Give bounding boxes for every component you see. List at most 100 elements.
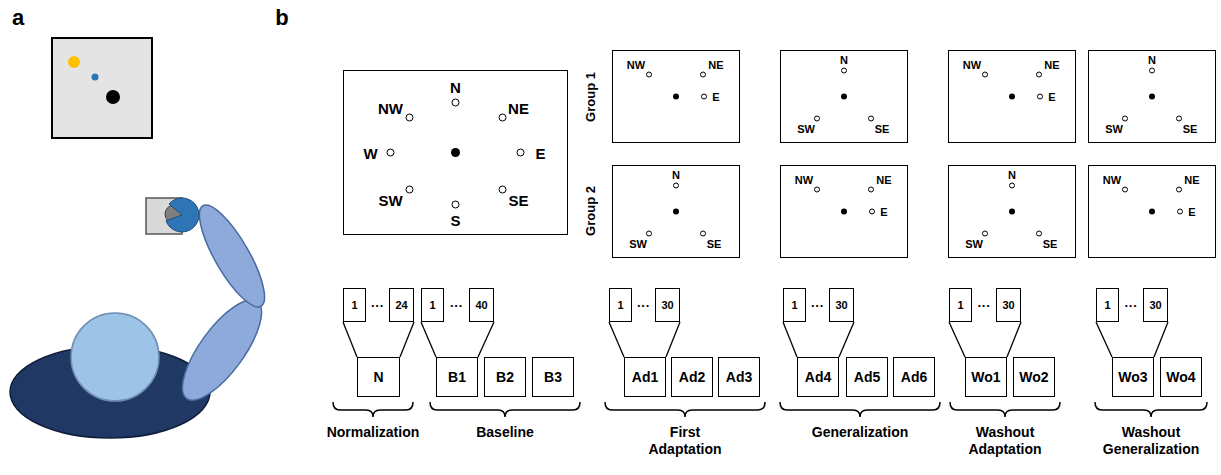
panel-letter: a (12, 7, 24, 29)
trial-number: 1 (429, 300, 435, 311)
block-label: Wo2 (1019, 370, 1048, 384)
ellipsis: ··· (637, 299, 650, 312)
block-box: Ad4 (797, 357, 839, 397)
target-circle (869, 187, 874, 192)
target-circle (701, 231, 706, 236)
block-label: Ad3 (726, 370, 752, 384)
target-circle (1037, 72, 1042, 77)
block-label: B2 (496, 370, 514, 384)
target-label: E (535, 145, 545, 160)
head (71, 313, 159, 401)
phase-label: Washout Adaptation (950, 424, 1060, 458)
trial-connector (1007, 322, 1021, 357)
phase-label: Baseline (440, 424, 570, 441)
block-label: Wo1 (971, 370, 1000, 384)
target-label: NW (627, 59, 645, 70)
target-circle (1038, 94, 1043, 99)
trial-connector (949, 322, 965, 357)
center-dot (451, 148, 460, 157)
block-label: B3 (544, 370, 562, 384)
target-circle (647, 231, 652, 236)
trial-number: 1 (617, 300, 623, 311)
target-label: SW (1105, 123, 1123, 134)
target-label: SW (378, 192, 402, 207)
target-dot (68, 56, 80, 68)
target-label: E (712, 91, 719, 102)
phase-braces (333, 402, 1207, 417)
session-target-box: NWNEE (780, 165, 908, 258)
trial-connector (421, 322, 436, 357)
phase-label: Washout Generalization (1086, 424, 1216, 458)
session-target-box: NW NE E (612, 50, 740, 143)
trial-box: 1 (421, 288, 444, 322)
trial-number: 24 (395, 300, 407, 311)
brace (780, 402, 940, 417)
target-label: NE (508, 100, 529, 115)
block-box: Wo4 (1160, 357, 1202, 397)
trial-box: 30 (829, 288, 854, 322)
trial-box: 24 (389, 288, 414, 322)
center-dot (1149, 209, 1155, 215)
target-circle (406, 114, 413, 121)
target-label: SE (875, 123, 890, 134)
target-circle (1123, 116, 1128, 121)
target-label: NW (963, 59, 981, 70)
target-label: NE (708, 59, 723, 70)
target-label: N (672, 169, 680, 180)
target-circle (1177, 116, 1182, 121)
trial-connector (343, 322, 357, 357)
block-label: Ad4 (805, 370, 831, 384)
target-circle (499, 114, 506, 121)
session-target-box: NWNEE (1088, 165, 1216, 258)
target-label: SE (1183, 123, 1198, 134)
trial-box: 1 (783, 288, 806, 322)
brace (1095, 402, 1207, 417)
target-circle (1010, 183, 1015, 188)
group-label: Group 1 (584, 72, 597, 122)
trial-box: 1 (343, 288, 366, 322)
target-circle (870, 209, 875, 214)
target-label: SW (797, 123, 815, 134)
hand (166, 198, 199, 232)
session-target-box: N SW SE (780, 50, 908, 143)
target-circle (701, 72, 706, 77)
target-circle (1037, 231, 1042, 236)
monitor-screen (52, 38, 152, 138)
phase-label: First Adaptation (635, 424, 735, 458)
trial-connector (400, 322, 414, 357)
trial-connector (1154, 322, 1168, 357)
block-label: Ad5 (854, 370, 880, 384)
ellipsis: ··· (371, 299, 384, 312)
target-label: N (1148, 54, 1156, 65)
trial-number: 1 (1104, 300, 1110, 311)
trial-number: 30 (835, 300, 847, 311)
target-circle (983, 72, 988, 77)
target-label: N (450, 79, 461, 94)
ellipsis: ··· (450, 299, 463, 312)
target-label: SW (629, 238, 647, 249)
trial-connector (666, 322, 680, 357)
center-dot (673, 209, 679, 215)
center-dot (1009, 94, 1015, 100)
target-circle (406, 186, 413, 193)
trial-box: 1 (1096, 288, 1119, 322)
trial-connector (478, 322, 494, 357)
trial-number: 1 (957, 300, 963, 311)
block-label: B1 (448, 370, 466, 384)
trial-box: 40 (469, 288, 494, 322)
block-box: Wo3 (1112, 357, 1154, 397)
center-dot (841, 94, 847, 100)
block-box: B1 (436, 357, 478, 397)
session-target-box: NWNEE (948, 50, 1076, 143)
block-label: Wo3 (1118, 370, 1147, 384)
center-dot (1009, 209, 1015, 215)
trial-connector (783, 322, 797, 357)
target-label: N (840, 54, 848, 65)
block-box: N (357, 357, 400, 397)
phase-label: Generalization (795, 424, 925, 441)
target-label: S (450, 212, 460, 227)
target-circle (869, 116, 874, 121)
brace (333, 402, 413, 417)
ellipsis: ··· (1125, 299, 1138, 312)
target-label: N (1008, 169, 1016, 180)
